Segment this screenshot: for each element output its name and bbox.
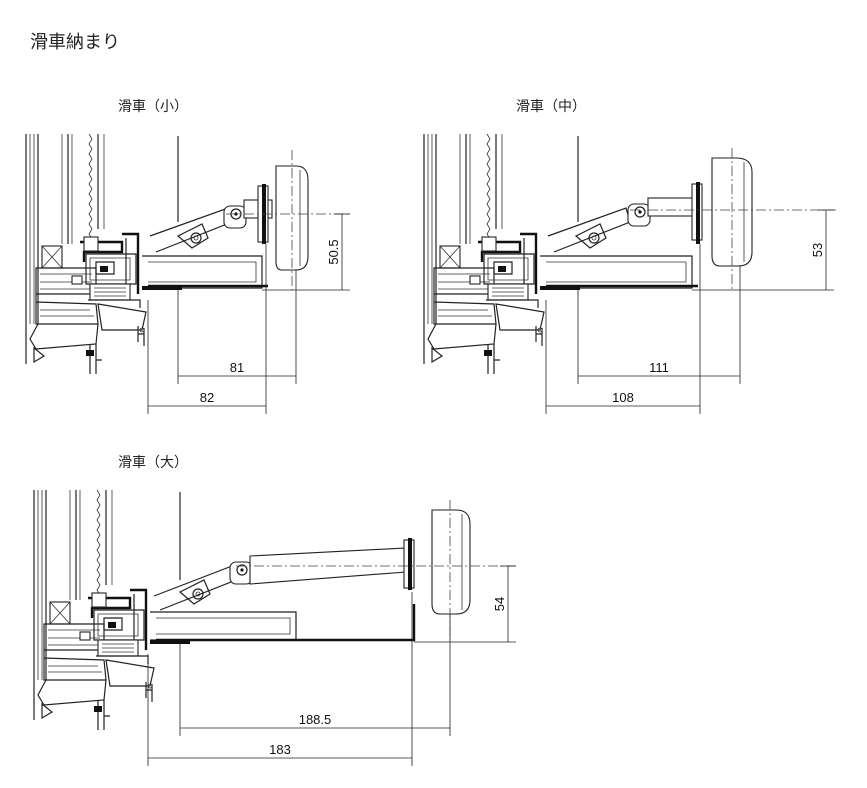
dim-lower-large: 183	[269, 742, 291, 757]
diagram-large: 54 188.5 183	[32, 488, 518, 766]
diagram-small: 50.5 81 82	[24, 132, 350, 414]
dim-height-large: 54	[492, 597, 507, 611]
page-title: 滑車納まり	[30, 32, 120, 53]
section-title-large: 滑車（大）	[118, 455, 188, 471]
dim-lower-small: 82	[200, 390, 214, 405]
dim-upper-small: 81	[230, 360, 244, 375]
section-title-small: 滑車（小）	[118, 99, 188, 115]
dim-height-medium: 53	[810, 243, 825, 257]
dim-lower-medium: 108	[612, 390, 634, 405]
section-title-medium: 滑車（中）	[516, 99, 586, 115]
dim-upper-large: 188.5	[299, 712, 332, 727]
dim-height-small: 50.5	[326, 239, 341, 264]
dim-upper-medium: 111	[649, 360, 669, 375]
diagram-medium: 53 111 108	[422, 132, 836, 414]
